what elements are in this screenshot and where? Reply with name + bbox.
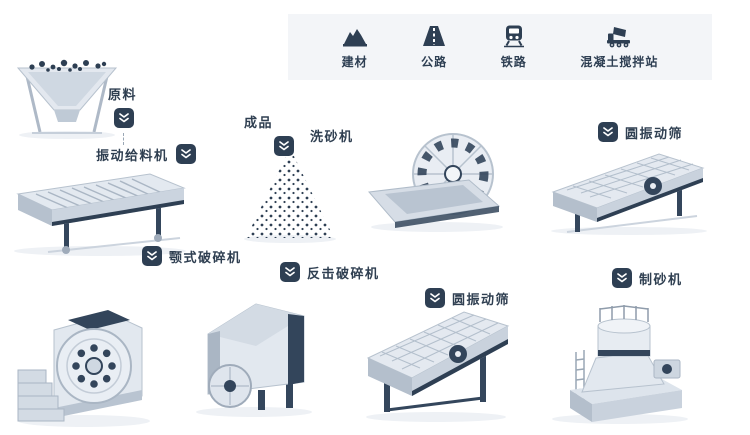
double-chevron-down-icon <box>279 141 289 151</box>
jaw-crusher-marker-badge[interactable] <box>142 246 162 266</box>
impact-crusher-illustration <box>192 286 317 418</box>
legend-item-railway: 铁路 <box>501 24 527 70</box>
finished-product-marker-badge[interactable] <box>274 136 294 156</box>
sand-making-machine-label-group: 制砂机 <box>612 268 683 288</box>
legend-panel: 建材 公路 铁路 混凝土搅拌站 <box>288 14 712 80</box>
double-chevron-down-icon <box>119 113 129 123</box>
concrete-mixing-plant-icon <box>606 24 632 48</box>
leader-line <box>123 133 124 145</box>
finished-product-label-group: 成品 <box>244 112 294 156</box>
circular-vibrating-screen-lower-label: 圆振动筛 <box>452 291 511 307</box>
legend-label: 混凝土搅拌站 <box>580 55 659 69</box>
legend-item-concrete-mixing-plant: 混凝土搅拌站 <box>580 24 658 70</box>
legend-item-building-materials: 建材 <box>342 24 368 70</box>
sand-washer-illustration <box>365 128 505 233</box>
sand-making-machine-illustration <box>542 282 692 425</box>
legend-item-highway: 公路 <box>421 24 447 70</box>
circular-vibrating-screen-upper-illustration <box>545 146 710 236</box>
sand-making-machine-marker-badge[interactable] <box>612 268 632 288</box>
double-chevron-down-icon <box>147 251 157 261</box>
raw-material-marker-badge[interactable] <box>114 108 134 128</box>
vibrating-feeder-label-group: 振动给料机 <box>96 144 196 164</box>
circular-vibrating-screen-upper-label: 圆振动筛 <box>625 125 684 141</box>
raw-material-label-group: 原料 <box>108 84 137 145</box>
circular-vibrating-screen-upper-marker-badge[interactable] <box>598 122 618 142</box>
vibrating-feeder-illustration <box>8 162 193 257</box>
finished-product-label: 成品 <box>244 115 274 130</box>
railway-icon <box>501 24 527 48</box>
sand-making-machine-label: 制砂机 <box>639 271 683 287</box>
double-chevron-down-icon <box>617 273 627 283</box>
circular-vibrating-screen-lower-marker-badge[interactable] <box>425 288 445 308</box>
vibrating-feeder-label: 振动给料机 <box>96 147 169 163</box>
impact-crusher-label-group: 反击破碎机 <box>280 262 380 282</box>
finished-product-pile-illustration <box>242 142 337 244</box>
circular-vibrating-screen-lower-label-group: 圆振动筛 <box>425 288 510 308</box>
double-chevron-down-icon <box>603 127 613 137</box>
impact-crusher-marker-badge[interactable] <box>280 262 300 282</box>
legend-label: 铁路 <box>500 55 527 69</box>
double-chevron-down-icon <box>285 267 295 277</box>
sand-washer-label-group: 洗砂机 <box>310 126 354 145</box>
double-chevron-down-icon <box>180 149 191 159</box>
jaw-crusher-illustration <box>12 278 152 428</box>
double-chevron-down-icon <box>430 293 440 303</box>
building-materials-icon <box>342 24 368 48</box>
highway-icon <box>421 24 447 48</box>
raw-material-label: 原料 <box>108 87 138 102</box>
circular-vibrating-screen-upper-label-group: 圆振动筛 <box>598 122 683 142</box>
impact-crusher-label: 反击破碎机 <box>307 265 380 281</box>
jaw-crusher-label-group: 颚式破碎机 <box>142 246 242 266</box>
raw-material-hopper-illustration <box>12 52 122 140</box>
legend-label: 公路 <box>421 55 448 69</box>
circular-vibrating-screen-lower-illustration <box>362 298 512 423</box>
legend-label: 建材 <box>341 55 368 69</box>
jaw-crusher-label: 颚式破碎机 <box>169 249 242 265</box>
vibrating-feeder-marker-badge[interactable] <box>175 144 196 164</box>
sand-washer-label: 洗砂机 <box>310 129 354 144</box>
